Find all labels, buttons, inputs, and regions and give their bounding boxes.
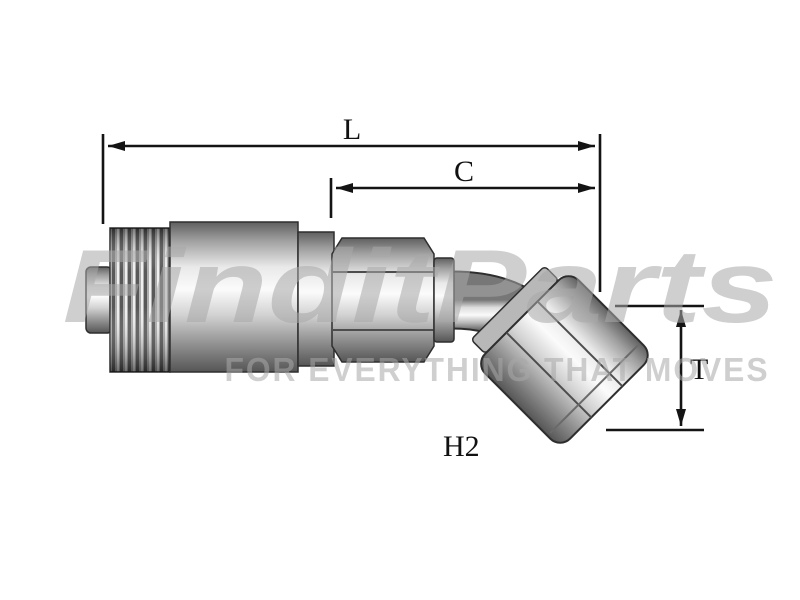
dimension-thread-size: T bbox=[606, 304, 708, 432]
swivel-nut bbox=[471, 266, 649, 444]
dimension-label-L: L bbox=[343, 113, 361, 146]
fitting-illustration bbox=[85, 221, 649, 444]
swivel-nut-facet-lower bbox=[505, 331, 592, 419]
watermark-brand: FinditParts bbox=[63, 229, 778, 345]
tube-neck bbox=[433, 257, 455, 343]
port-designation-label: H2 bbox=[443, 430, 480, 463]
dimension-label-T: T bbox=[690, 353, 708, 386]
watermark: FinditParts FOR EVERYTHING THAT MOVES bbox=[63, 229, 778, 388]
dimension-cutoff-length: C bbox=[329, 155, 595, 218]
watermark-tagline: FOR EVERYTHING THAT MOVES bbox=[225, 351, 770, 388]
swivel-nut-body bbox=[480, 275, 649, 444]
crimp-serrations-shade bbox=[110, 228, 170, 372]
dimension-overall-length: L bbox=[101, 113, 602, 292]
swivel-nut-facet-upper bbox=[536, 300, 624, 387]
swivel-nut-end-chamfer bbox=[549, 344, 639, 434]
dimension-label-C: C bbox=[454, 155, 474, 188]
